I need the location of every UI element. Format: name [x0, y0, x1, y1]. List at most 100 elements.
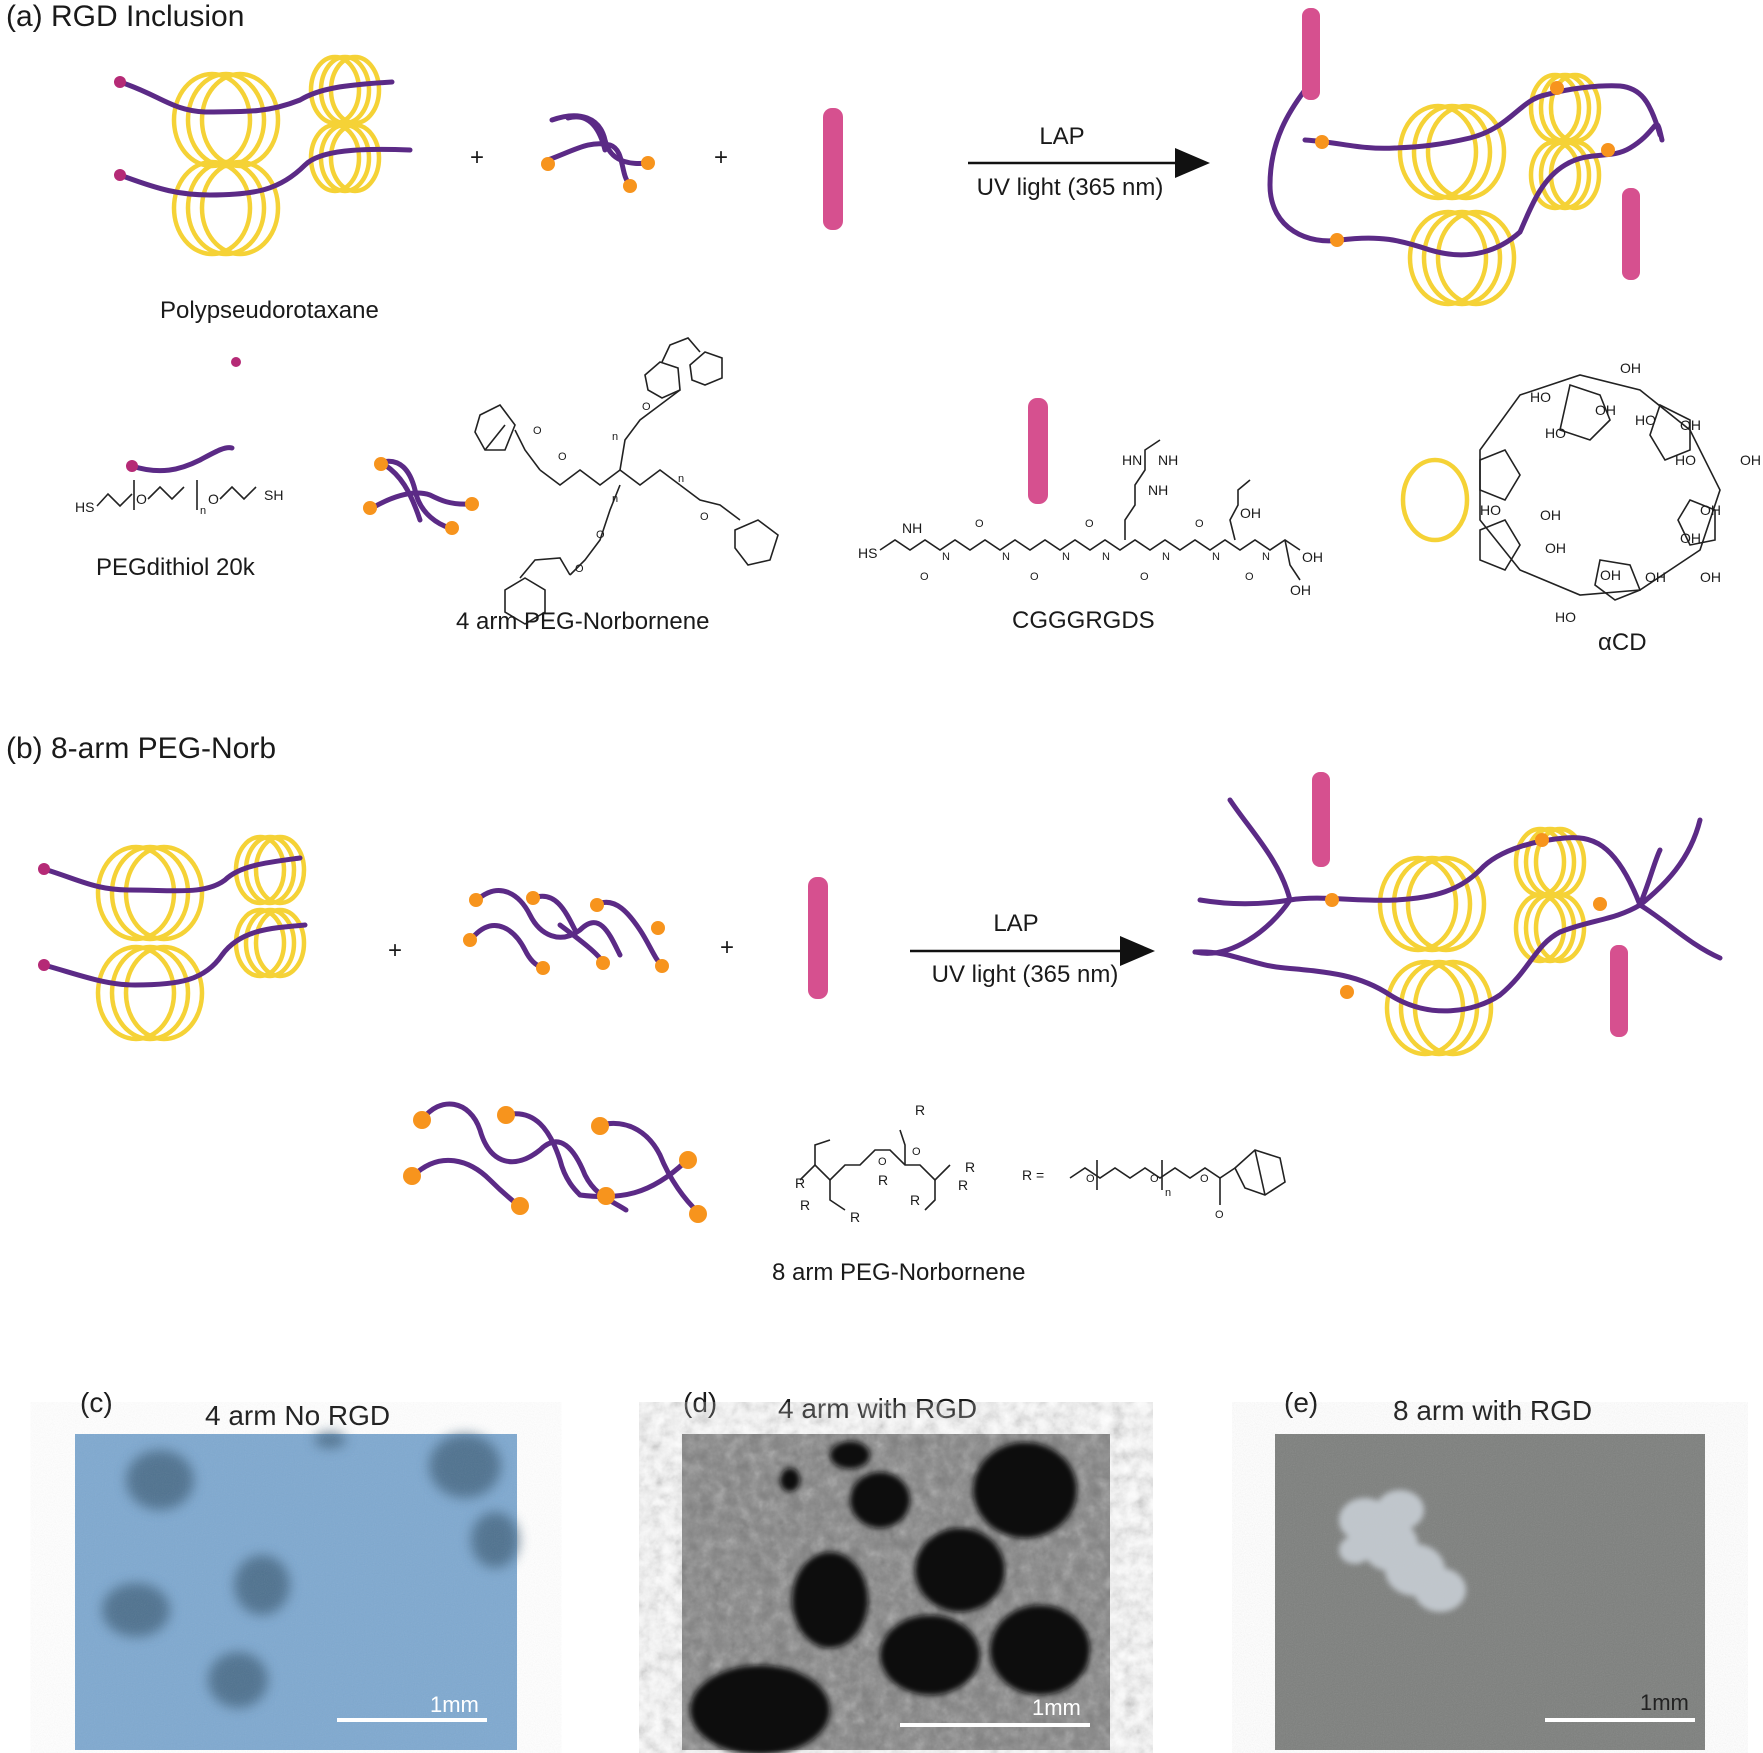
svg-text:N: N	[1162, 551, 1170, 563]
arrow-bottom-label: UV light (365 nm)	[932, 961, 1119, 988]
svg-text:OH: OH	[1302, 549, 1323, 565]
svg-text:OH: OH	[1240, 505, 1261, 521]
four-arm-peg-legend-icon	[363, 457, 479, 535]
arrow-top-label: LAP	[1039, 123, 1084, 150]
svg-text:OH: OH	[1620, 360, 1641, 376]
svg-text:HS: HS	[858, 545, 877, 561]
arrow-bottom-label: UV light (365 nm)	[977, 174, 1164, 201]
svg-text:O: O	[912, 1146, 921, 1158]
svg-text:HO: HO	[1555, 609, 1576, 625]
rgd-peptide-icon	[808, 877, 828, 999]
svg-text:O: O	[1140, 571, 1149, 583]
svg-text:NH: NH	[1148, 482, 1168, 498]
svg-text:R: R	[915, 1102, 925, 1118]
svg-text:HO: HO	[1545, 425, 1566, 441]
pegdithiol-icon	[126, 445, 235, 474]
micrograph-c-letter: (c)	[80, 1387, 113, 1418]
svg-text:O: O	[558, 451, 567, 463]
arrow-top-label: LAP	[993, 910, 1038, 937]
scale-bar-label: 1mm	[1640, 1690, 1689, 1715]
svg-text:n: n	[678, 473, 684, 485]
acd-label: αCD	[1598, 629, 1647, 656]
svg-text:HN: HN	[1122, 452, 1142, 468]
svg-text:R: R	[878, 1172, 888, 1188]
eight-arm-peg-icon	[463, 888, 669, 975]
svg-text:N: N	[1002, 551, 1010, 563]
svg-text:O: O	[1030, 571, 1039, 583]
svg-text:OH: OH	[1290, 582, 1311, 598]
panel-a-title: (a) RGD Inclusion	[6, 0, 244, 33]
svg-text:OH: OH	[1595, 402, 1616, 418]
svg-text:R: R	[965, 1159, 975, 1175]
svg-text:OH: OH	[1680, 530, 1701, 546]
micrograph-e-title: 8 arm with RGD	[1393, 1395, 1592, 1426]
svg-text:O: O	[1195, 518, 1204, 530]
svg-text:N: N	[1102, 551, 1110, 563]
eight-arm-peg-norbornene-structure: R R R R R R R R O O R = O O n O O	[795, 1102, 1286, 1225]
micrograph-e-letter: (e)	[1284, 1387, 1318, 1418]
svg-text:R =: R =	[1022, 1167, 1044, 1183]
cgggrgds-label: CGGGRGDS	[1012, 607, 1155, 634]
svg-text:N: N	[1262, 551, 1270, 563]
plus-sign: +	[470, 144, 484, 171]
svg-text:OH: OH	[1740, 452, 1761, 468]
svg-text:R: R	[958, 1177, 968, 1193]
pegdithiol-label: PEGdithiol 20k	[96, 554, 256, 581]
plus-sign: +	[720, 934, 734, 961]
svg-text:HS: HS	[75, 499, 94, 515]
pegdithiol-structure: HS O n O SH	[75, 480, 283, 517]
polypseudorotaxane-b-icon	[38, 837, 308, 1039]
svg-text:N: N	[942, 551, 950, 563]
svg-text:O: O	[596, 529, 605, 541]
alpha-cd-structure: OH HO OH HO OH HO HO OH HO OH OH OH OH O…	[1479, 360, 1761, 625]
svg-text:O: O	[208, 491, 219, 507]
svg-text:OH: OH	[1700, 569, 1721, 585]
peg4-label: 4 arm PEG-Norbornene	[456, 608, 709, 635]
svg-text:O: O	[1086, 1173, 1095, 1185]
svg-text:O: O	[1200, 1173, 1209, 1185]
alpha-cd-ring-icon	[1400, 457, 1470, 543]
svg-text:n: n	[200, 505, 206, 517]
thiol-end-icon	[231, 357, 241, 367]
micrograph-c-image	[75, 1432, 519, 1750]
rgd-legend-icon	[1028, 398, 1048, 504]
polypseudorotaxane-label: Polypseudorotaxane	[160, 297, 379, 324]
svg-text:n: n	[1165, 1187, 1171, 1199]
svg-text:SH: SH	[264, 487, 283, 503]
scale-bar-label: 1mm	[430, 1692, 479, 1717]
peg8-label: 8 arm PEG-Norbornene	[772, 1259, 1025, 1286]
svg-text:O: O	[1215, 1209, 1224, 1221]
svg-text:HO: HO	[1480, 502, 1501, 518]
svg-text:N: N	[1212, 551, 1220, 563]
plus-sign: +	[388, 937, 402, 964]
svg-text:OH: OH	[1540, 507, 1561, 523]
svg-text:N: N	[1062, 551, 1070, 563]
svg-text:R: R	[910, 1192, 920, 1208]
svg-text:O: O	[975, 518, 984, 530]
svg-text:OH: OH	[1545, 540, 1566, 556]
svg-text:R: R	[800, 1197, 810, 1213]
svg-text:n: n	[612, 493, 618, 505]
svg-text:HO: HO	[1635, 412, 1656, 428]
svg-text:O: O	[1085, 518, 1094, 530]
svg-text:OH: OH	[1600, 567, 1621, 583]
plus-sign: +	[714, 144, 728, 171]
svg-text:R: R	[795, 1175, 805, 1191]
eight-arm-peg-legend-icon	[403, 1101, 707, 1223]
svg-text:HO: HO	[1530, 389, 1551, 405]
scale-bar-label: 1mm	[1032, 1695, 1081, 1720]
svg-text:O: O	[1245, 571, 1254, 583]
svg-text:OH: OH	[1700, 502, 1721, 518]
rgd-peptide-icon	[823, 108, 843, 230]
svg-text:n: n	[612, 431, 618, 443]
micrograph-c-title: 4 arm No RGD	[205, 1400, 390, 1431]
micrograph-d-image	[682, 1434, 1110, 1753]
svg-text:O: O	[700, 511, 709, 523]
svg-text:O: O	[533, 425, 542, 437]
svg-text:O: O	[642, 401, 651, 413]
cgggrgds-structure: HS NH HN NH NH OH OH OH N N N N N N N O …	[858, 439, 1323, 598]
svg-text:OH: OH	[1680, 417, 1701, 433]
hydrogel-network-b-icon	[1192, 772, 1723, 1054]
svg-text:O: O	[1150, 1173, 1159, 1185]
